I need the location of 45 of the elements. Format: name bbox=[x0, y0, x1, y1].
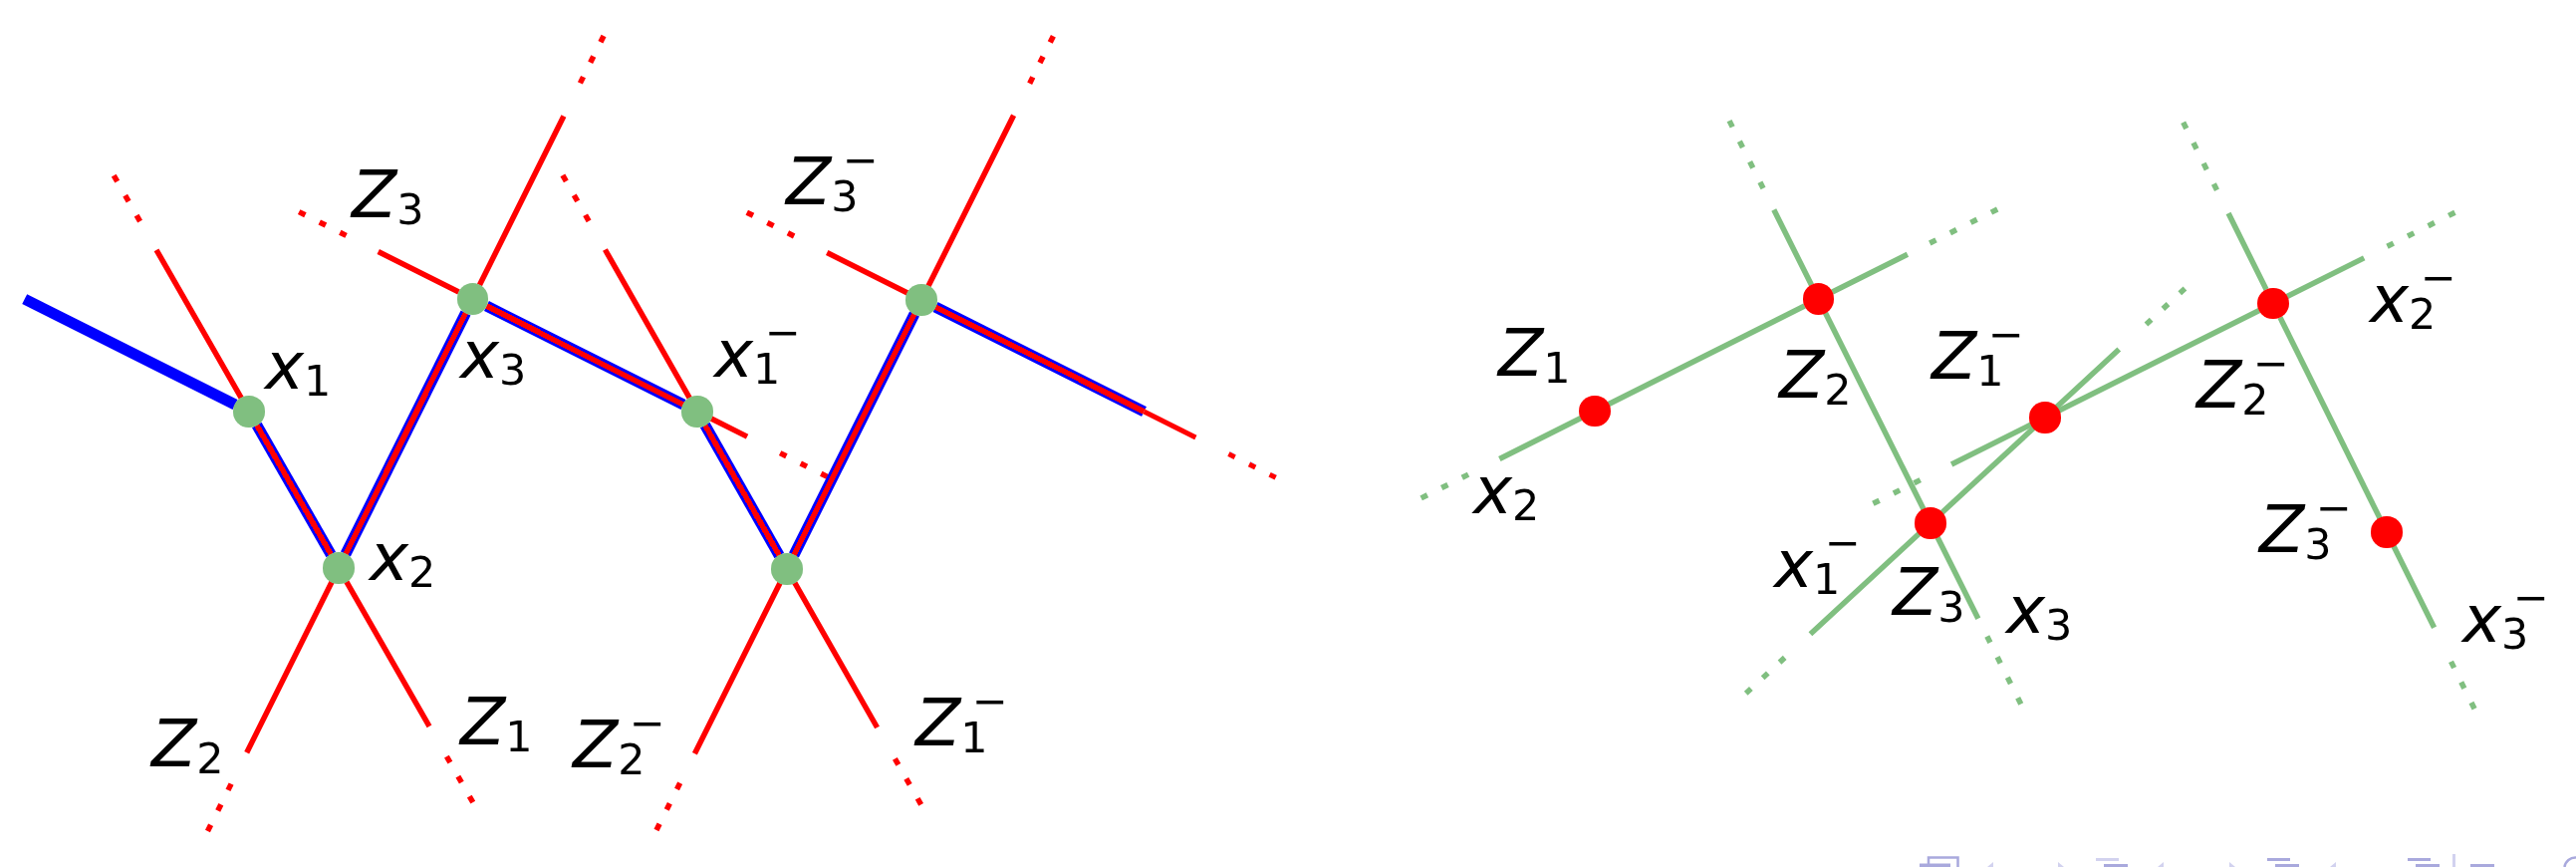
thick-line-segment bbox=[341, 310, 471, 557]
dotted-line-segment bbox=[1743, 531, 1922, 696]
line-label: Z$_{2}$ bbox=[151, 712, 224, 778]
dotted-line-segment bbox=[1831, 206, 1999, 295]
line-label: Z$_{3}$ bbox=[352, 162, 424, 229]
dotted-line-segment bbox=[2181, 121, 2269, 291]
dotted-line-segment bbox=[745, 209, 909, 296]
thick-line-segment bbox=[22, 294, 238, 410]
line-segment bbox=[1939, 426, 2036, 515]
line-label: x$_{3}$ bbox=[2006, 578, 2073, 645]
line-segment bbox=[1823, 311, 1927, 511]
point-label: Z$_{3}$ bbox=[1893, 560, 1965, 627]
dotted-line-segment bbox=[792, 581, 923, 806]
point-label: Z$_{1}$ bbox=[1498, 321, 1571, 388]
dotted-line-segment bbox=[653, 581, 783, 832]
dotted-line-segment bbox=[560, 173, 692, 400]
dotted-line-segment bbox=[709, 416, 829, 479]
dotted-line-segment bbox=[205, 580, 335, 833]
line-segment bbox=[2277, 316, 2383, 520]
point-label: Z$_{2}$ bbox=[1779, 343, 1852, 410]
dotted-line-segment bbox=[2391, 544, 2477, 711]
dotted-line-segment bbox=[1726, 119, 1814, 287]
thick-line-segment bbox=[484, 301, 686, 410]
dotted-line-segment bbox=[297, 209, 460, 295]
vertex-dot bbox=[771, 553, 803, 585]
point-label: x$_{2}$ bbox=[370, 525, 436, 592]
dotted-line-segment bbox=[1872, 422, 2033, 506]
thick-line-segment bbox=[789, 311, 919, 558]
line-segment bbox=[2057, 308, 2261, 414]
dotted-line-segment bbox=[1934, 535, 2024, 706]
point-label: x$_{3}$ bbox=[460, 323, 527, 390]
dotted-line-segment bbox=[2054, 286, 2188, 410]
dotted-line-segment bbox=[344, 580, 476, 804]
line-label: x$_{2}$ bbox=[1473, 458, 1540, 525]
dotted-line-segment bbox=[2285, 209, 2456, 299]
thick-line-segment bbox=[252, 422, 336, 558]
vertex-dot bbox=[905, 284, 937, 316]
thick-line-segment bbox=[932, 302, 1279, 483]
thick-line-segment bbox=[699, 422, 785, 559]
dotted-line-segment bbox=[477, 34, 607, 287]
dotted-line-segment bbox=[111, 173, 244, 400]
point-label: x$_{1}$ bbox=[265, 334, 332, 401]
dotted-line-segment bbox=[925, 35, 1056, 288]
dotted-line-segment bbox=[1419, 416, 1583, 501]
line-label: Z$_{1}$ bbox=[460, 690, 533, 756]
